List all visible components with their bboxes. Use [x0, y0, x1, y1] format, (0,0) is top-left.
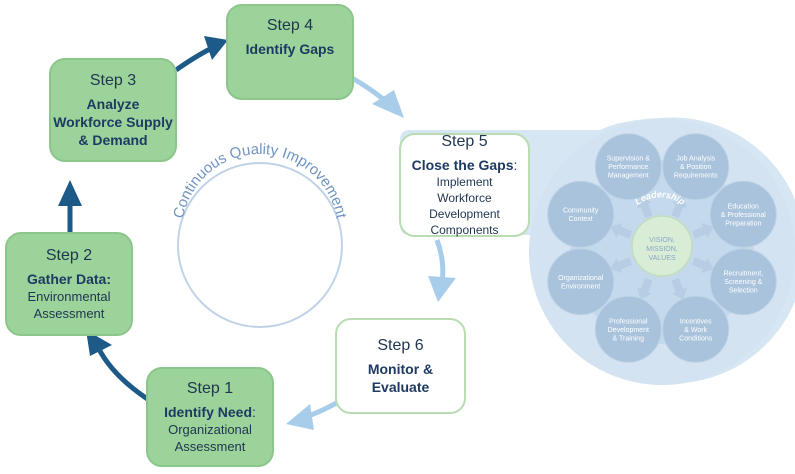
- component-label: Supervision &: [607, 156, 651, 163]
- arrow-1-to-2: [93, 341, 154, 405]
- component-label: Professional: [609, 318, 648, 325]
- step-4-box: Step 4 Identify Gaps: [226, 4, 354, 100]
- component-label: Performance: [608, 164, 648, 171]
- component-circles: Job Analysis& PositionRequirementsEducat…: [547, 133, 777, 363]
- step-6-box: Step 6 Monitor & Evaluate: [335, 318, 466, 414]
- arrow-5-to-6-head: [428, 276, 456, 302]
- arrow-3-to-4-head: [204, 36, 228, 60]
- component-circle: [594, 295, 662, 363]
- component-label: & Professional: [721, 212, 767, 219]
- component-circle: [547, 248, 615, 316]
- step-5-number: Step 5: [441, 133, 488, 150]
- arrow-5-to-6: [434, 239, 446, 283]
- step-2-title: Gather Data:: [26, 271, 112, 287]
- step-3-box: Step 3 Analyze Workforce Supply & Demand: [49, 58, 177, 162]
- step-2-number: Step 2: [45, 247, 93, 264]
- component-label: Job Analysis: [676, 156, 715, 163]
- step-1-subtitle: Organizational Assessment: [168, 422, 252, 454]
- core-circle: [631, 215, 693, 277]
- leadership-panel: Job Analysis& PositionRequirementsEducat…: [400, 117, 795, 385]
- radial-arrow: [691, 257, 714, 273]
- arrow-4-to-5-head: [372, 90, 404, 118]
- component-label: Environment: [561, 283, 600, 290]
- arrow-3-to-4: [174, 45, 214, 73]
- component-circle: [709, 248, 777, 316]
- component-circle: [594, 133, 662, 201]
- component-label: Development: [608, 327, 649, 334]
- core-line-3: VALUES: [648, 255, 675, 262]
- core-line-2: MISSION,: [646, 246, 678, 253]
- step-1-number: Step 1: [186, 380, 234, 397]
- radial-arrows: [610, 196, 714, 300]
- component-circle: [662, 295, 730, 363]
- radial-arrow: [671, 196, 687, 219]
- component-circle: [709, 180, 777, 248]
- core-line-1: VISION,: [649, 237, 675, 244]
- step-3-number: Step 3: [89, 72, 137, 89]
- component-label: & Work: [684, 327, 707, 334]
- component-label: Community: [563, 208, 599, 215]
- step-5-title-suffix: :: [513, 157, 518, 173]
- step-2-box: Step 2 Gather Data: Environmental Assess…: [5, 232, 133, 336]
- step-1-title: Identify Need:: [164, 403, 256, 421]
- step-2-subtitle: Environmental Assessment: [27, 289, 111, 321]
- component-circle: [547, 180, 615, 248]
- component-label: & Position: [680, 164, 712, 171]
- step-5-box: Step 5 Close the Gaps: Implement Workfor…: [399, 133, 530, 237]
- cqi-circle: [177, 162, 343, 328]
- component-circle: [662, 133, 730, 201]
- step-6-number: Step 6: [377, 337, 424, 354]
- component-label: Incentives: [680, 318, 712, 325]
- cycle-arrows: [58, 36, 456, 430]
- arrow-2-to-3-head: [58, 180, 82, 206]
- radial-arrow: [610, 223, 633, 239]
- step-1-box: Step 1 Identify Need: Organizational Ass…: [146, 367, 274, 467]
- component-label: Selection: [729, 288, 758, 295]
- step-4-title: Identify Gaps: [245, 41, 335, 57]
- step-1-title-suffix: :: [252, 404, 256, 420]
- component-label: Context: [569, 216, 593, 223]
- component-label: Recruitment,: [723, 271, 763, 278]
- component-label: Requirements: [674, 173, 718, 180]
- radial-arrow: [671, 277, 687, 300]
- arrow-6-to-1-head: [286, 404, 314, 430]
- radial-arrow: [691, 223, 714, 239]
- component-label: Preparation: [725, 220, 761, 227]
- radial-arrow: [610, 257, 633, 273]
- component-label: Management: [608, 173, 649, 180]
- component-label: & Training: [613, 335, 645, 342]
- step-3-title: Analyze Workforce Supply & Demand: [53, 96, 173, 148]
- step-6-title: Monitor & Evaluate: [367, 361, 434, 395]
- step-4-number: Step 4: [266, 17, 314, 34]
- step-5-title-text: Close the Gaps: [411, 157, 514, 173]
- component-label: Conditions: [679, 335, 713, 342]
- radial-arrow: [637, 196, 653, 219]
- component-label: Education: [728, 203, 759, 210]
- radial-arrow: [637, 277, 653, 300]
- component-label: Organizational: [558, 275, 604, 282]
- step-1-title-text: Identify Need: [164, 404, 252, 420]
- step-5-subtitle: Implement Workforce Development Componen…: [429, 175, 500, 237]
- step-5-title: Close the Gaps:: [412, 156, 518, 174]
- arrow-1-to-2-head: [86, 330, 112, 356]
- component-label: Screening &: [724, 279, 762, 286]
